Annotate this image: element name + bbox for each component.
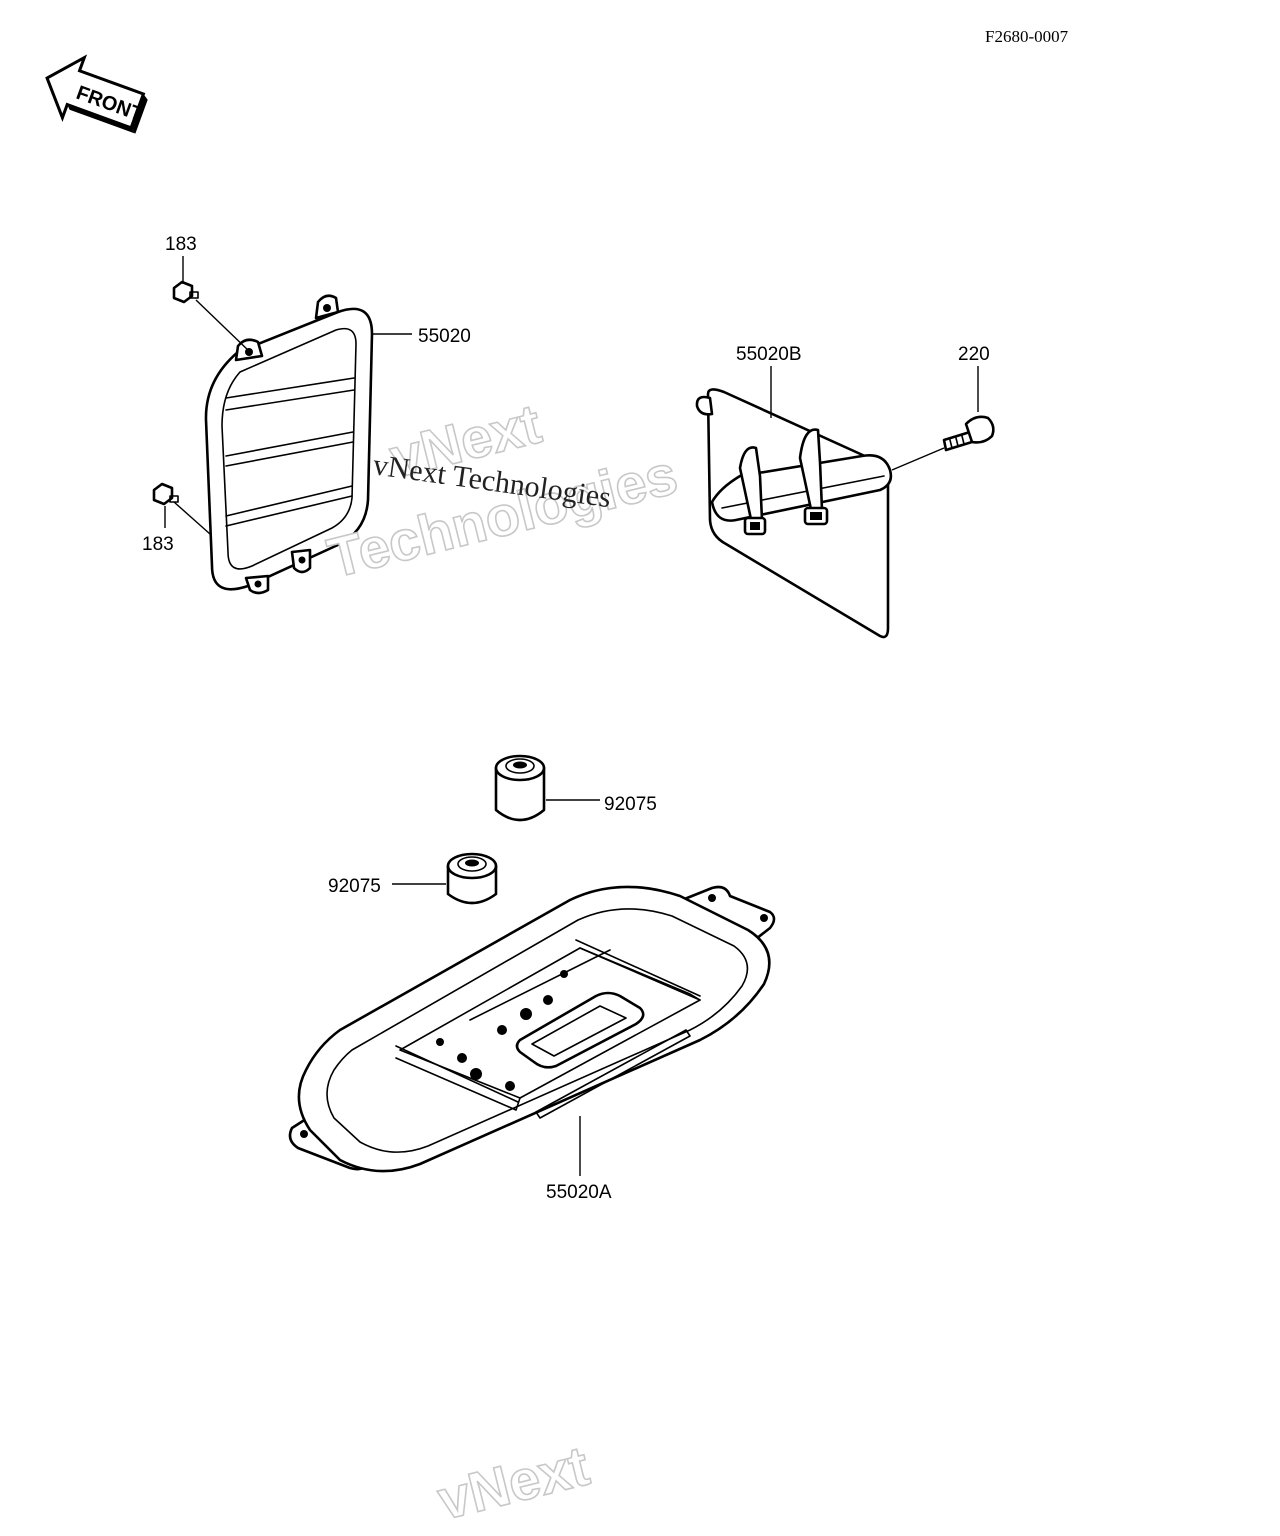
watermark-outline-bottom: vNext <box>432 1434 595 1532</box>
label-55020A: 55020A <box>546 1182 612 1203</box>
label-92075-b: 92075 <box>328 876 381 897</box>
front-arrow-icon: FRONT <box>45 54 148 134</box>
bracket-55020B <box>695 388 893 639</box>
label-55020B: 55020B <box>736 344 802 365</box>
label-183-bottom: 183 <box>142 534 174 555</box>
damper-92075-b <box>446 852 498 905</box>
label-55020: 55020 <box>418 326 471 347</box>
diagram-code: F2680-0007 <box>985 27 1069 46</box>
bolt-220 <box>942 415 995 452</box>
label-220: 220 <box>958 344 990 365</box>
label-92075-a: 92075 <box>604 794 657 815</box>
tray-55020A <box>288 885 776 1173</box>
damper-92075-a <box>494 754 546 822</box>
label-183-top: 183 <box>165 234 197 255</box>
bolt-183-top <box>172 280 199 304</box>
cover-55020 <box>204 294 374 595</box>
bolt-183-bottom <box>152 482 179 506</box>
